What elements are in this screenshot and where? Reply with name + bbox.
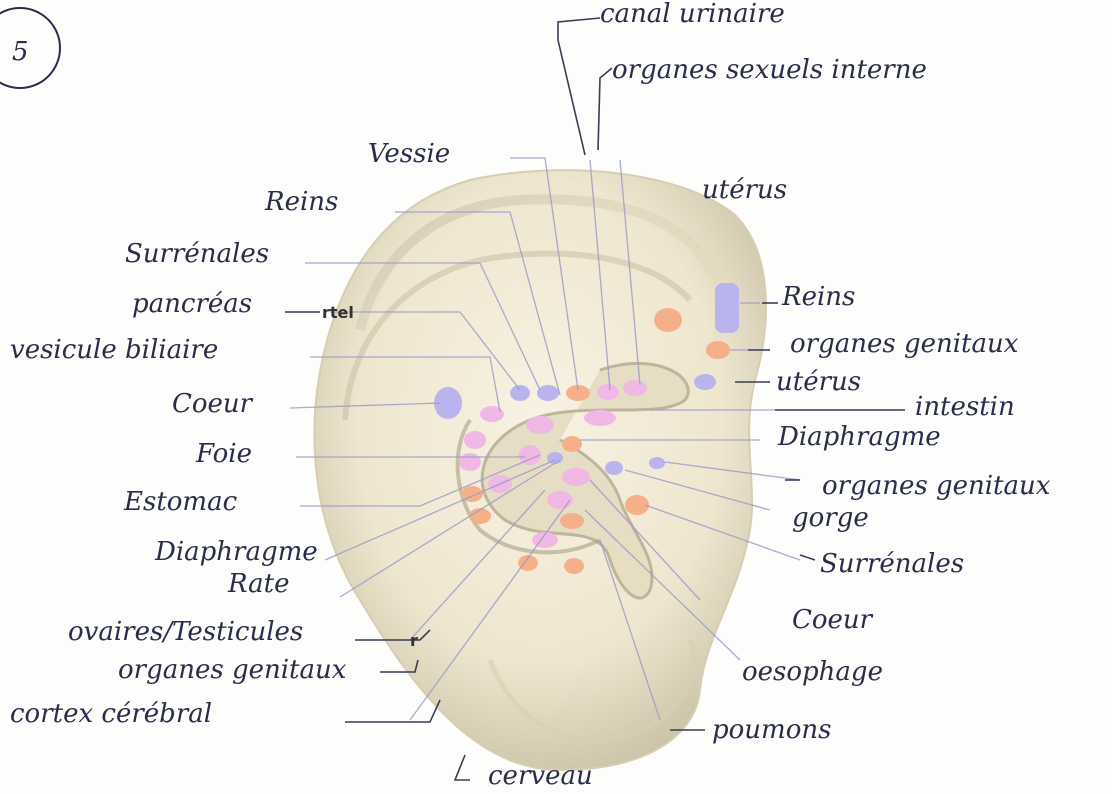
zone-blue-2: [537, 385, 559, 401]
label-intestin: intestin: [915, 392, 1015, 422]
label-uterus-right: utérus: [776, 367, 861, 397]
label-rate: Rate: [227, 569, 290, 599]
label-oesophage: oesophage: [742, 657, 883, 687]
zone-uterus-right: [694, 374, 716, 390]
label-gorge: gorge: [792, 503, 869, 533]
zone-uterus-orange: [654, 308, 682, 332]
page-number-badge: 5: [0, 8, 60, 88]
zone-blue-5: [649, 457, 665, 469]
zone-orange-5: [560, 513, 584, 529]
page-number: 5: [12, 37, 29, 67]
zone-pink-8: [584, 410, 616, 426]
label-foie: Foie: [195, 439, 252, 469]
label-diaphragme-right: Diaphragme: [777, 422, 941, 452]
leader-organes-sexuels: [598, 68, 612, 150]
label-organes-genitaux-right-2: organes genitaux: [822, 471, 1051, 501]
zone-pink-1: [480, 406, 504, 422]
label-coeur-right: Coeur: [792, 605, 874, 635]
label-small-r: r: [410, 631, 418, 650]
label-cerveau: cerveau: [488, 761, 593, 791]
label-organes-sexuels-interne: organes sexuels interne: [612, 55, 927, 85]
label-surrenales-right: Surrénales: [820, 549, 964, 579]
ear-illustration: [314, 170, 766, 770]
zone-blue-1: [510, 385, 530, 401]
leader-cortex: [345, 700, 440, 722]
label-vesicule-biliaire: vesicule biliaire: [10, 335, 218, 365]
label-surrenales-left: Surrénales: [125, 239, 269, 269]
label-organes-genitaux-left: organes genitaux: [118, 655, 347, 685]
label-cortex-cerebral: cortex cérébral: [10, 699, 212, 729]
label-coeur-left: Coeur: [172, 389, 254, 419]
zone-pink-6: [623, 380, 647, 396]
leader-surrenales-right: [800, 555, 815, 560]
label-rtel: rtel: [322, 303, 354, 322]
page-number-circle: [0, 8, 60, 88]
label-ovaires-testicules: ovaires/Testicules: [68, 617, 303, 647]
label-reins-right: Reins: [781, 282, 855, 312]
zone-orange-4: [562, 436, 582, 452]
label-organes-genitaux-right-1: organes genitaux: [790, 329, 1019, 359]
label-pancreas: pancréas: [132, 289, 252, 319]
zone-pink-3: [459, 453, 481, 471]
label-reins-top: Reins: [264, 187, 338, 217]
label-diaphragme-left: Diaphragme: [154, 537, 318, 567]
zone-orange-7: [564, 558, 584, 574]
zone-pink-7: [526, 416, 554, 434]
zone-reins-right: [715, 283, 739, 333]
zone-pink-10: [562, 468, 590, 486]
zone-pink-11: [547, 491, 573, 509]
label-estomac: Estomac: [123, 487, 238, 517]
label-poumons: poumons: [712, 715, 831, 745]
label-canal-urinaire: canal urinaire: [600, 0, 785, 29]
zone-pink-2: [464, 431, 486, 449]
leader-cerveau: [455, 755, 470, 780]
leader-canal-urinaire: [558, 18, 600, 155]
label-uterus-top: utérus: [702, 175, 787, 205]
zone-pink-5: [597, 384, 619, 400]
zone-blue-4: [605, 461, 623, 475]
zone-genitaux-right: [706, 341, 730, 359]
label-vessie: Vessie: [368, 139, 450, 169]
